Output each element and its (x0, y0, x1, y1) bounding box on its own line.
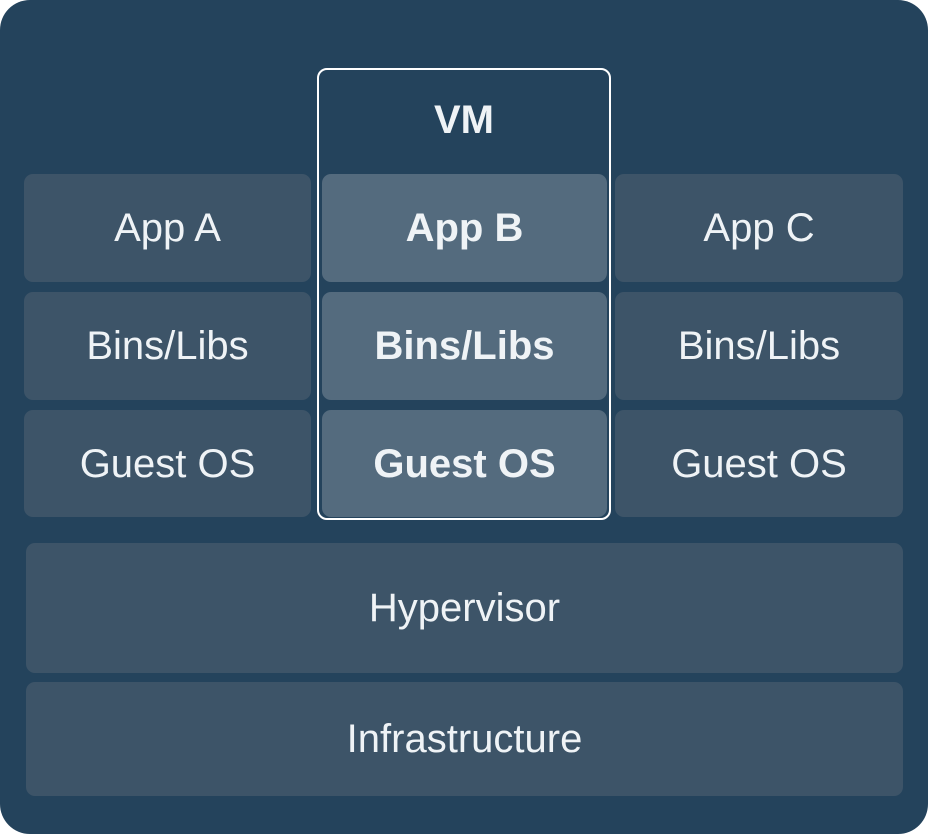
cell-app-a: App A (24, 174, 311, 282)
cell-guest-os-a: Guest OS (24, 410, 311, 517)
cell-bins-libs-vm: Bins/Libs (322, 292, 607, 400)
layer-infrastructure: Infrastructure (26, 682, 903, 796)
cell-app-b: App B (322, 174, 607, 282)
cell-bins-libs-a: Bins/Libs (24, 292, 311, 400)
cell-guest-os-vm: Guest OS (322, 410, 607, 517)
layer-hypervisor: Hypervisor (26, 543, 903, 673)
vm-title: VM (434, 98, 494, 142)
cell-app-c: App C (615, 174, 903, 282)
cell-bins-libs-c: Bins/Libs (615, 292, 903, 400)
cell-guest-os-c: Guest OS (615, 410, 903, 517)
